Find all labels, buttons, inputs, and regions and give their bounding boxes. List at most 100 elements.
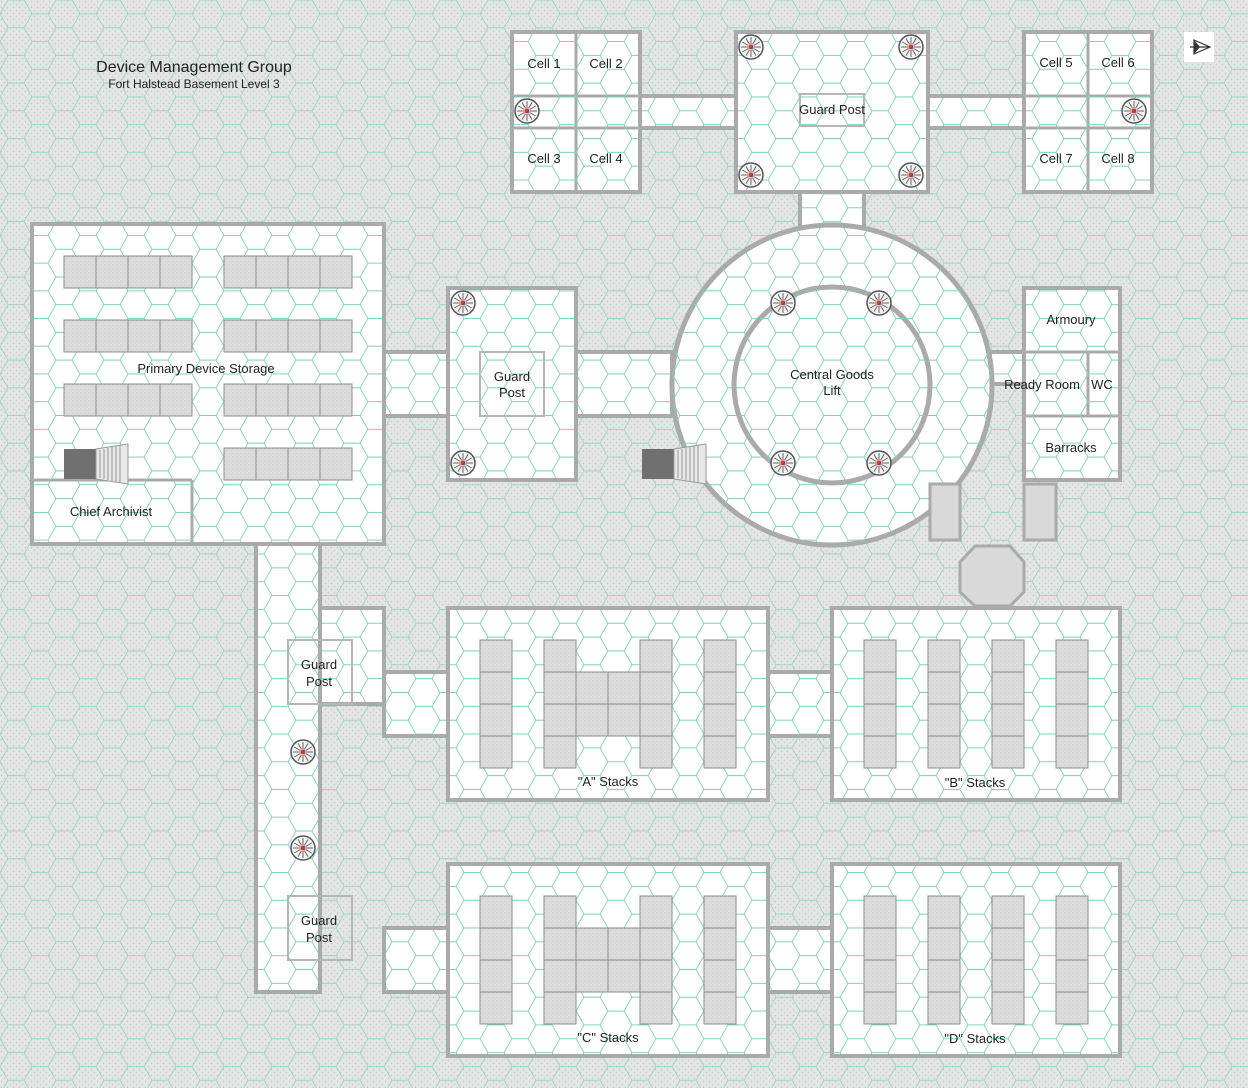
shelf-unit: [703, 703, 737, 737]
shelf-unit: [287, 319, 321, 353]
shelf-unit: [1055, 639, 1089, 673]
shelf-unit: [543, 895, 577, 929]
camera-dome-icon: [866, 450, 892, 476]
guard-post-desk-1: [479, 351, 545, 417]
shelf-unit: [607, 703, 641, 737]
camera-dome-icon: [866, 290, 892, 316]
shelf-unit: [639, 735, 673, 769]
shelf-unit: [1055, 735, 1089, 769]
shelf-unit: [575, 703, 609, 737]
shelf-unit: [639, 639, 673, 673]
shelf-unit: [575, 671, 609, 705]
shelf-unit: [703, 671, 737, 705]
shelf-unit: [991, 895, 1025, 929]
shelf-unit: [991, 735, 1025, 769]
shelf-unit: [479, 991, 513, 1025]
shelf-unit: [543, 959, 577, 993]
shelf-unit: [287, 447, 321, 481]
shelf-unit: [223, 319, 257, 353]
guard-post-mid-room-grid: [450, 290, 574, 478]
shelf-unit: [863, 927, 897, 961]
corridor-lift-ready-grid: [992, 354, 1022, 382]
central-lift-label-2: Lift: [823, 383, 841, 398]
cell-2-label: Cell 2: [589, 56, 622, 71]
corridor-c-d-grid: [770, 930, 830, 990]
shelf-unit: [127, 383, 161, 417]
shelf-unit: [927, 991, 961, 1025]
camera-dome-icon: [514, 98, 540, 124]
corridor-storage-guard-grid: [386, 354, 446, 414]
guard-post-desk-2: [287, 639, 353, 705]
cell-6-label: Cell 6: [1101, 55, 1134, 70]
shelf-unit: [127, 255, 161, 289]
corridor-cells-east-grid: [930, 98, 1022, 126]
shelf-unit: [991, 639, 1025, 673]
shelf-unit: [255, 383, 289, 417]
shelf-unit: [223, 447, 257, 481]
camera-dome-icon: [450, 290, 476, 316]
shelf-unit: [543, 991, 577, 1025]
stacks-b-label: "B" Stacks: [945, 775, 1006, 790]
shelf-unit: [639, 927, 673, 961]
shelf-unit: [639, 959, 673, 993]
shelf-unit: [95, 383, 129, 417]
shelf-unit: [575, 927, 609, 961]
camera-dome-icon: [898, 162, 924, 188]
camera-dome-icon: [1121, 98, 1147, 124]
stacks-d-label: "D" Stacks: [944, 1031, 1006, 1046]
guard-post-mid-label-1: Guard: [494, 369, 530, 384]
shelf-unit: [127, 319, 161, 353]
shelf-unit: [543, 671, 577, 705]
shelf-unit: [639, 991, 673, 1025]
shelf-unit: [159, 319, 193, 353]
shelf-unit: [863, 639, 897, 673]
shelf-unit: [63, 319, 97, 353]
wc-label: WC: [1091, 377, 1113, 392]
shelf-unit: [639, 895, 673, 929]
shelf-unit: [927, 895, 961, 929]
shelf-unit: [703, 735, 737, 769]
camera-dome-icon: [290, 739, 316, 765]
shelf-unit: [255, 319, 289, 353]
shelf-unit: [575, 959, 609, 993]
shelf-unit: [1055, 703, 1089, 737]
camera-dome-icon: [770, 290, 796, 316]
stairs-central: [642, 443, 707, 485]
shelf-unit: [63, 383, 97, 417]
guard-post-top-room-grid: [738, 34, 926, 190]
shelf-unit: [479, 703, 513, 737]
chief-archivist-label: Chief Archivist: [70, 504, 153, 519]
shelf-unit: [479, 927, 513, 961]
shelf-unit: [479, 735, 513, 769]
cell-5-label: Cell 5: [1039, 55, 1072, 70]
shelf-unit: [639, 671, 673, 705]
guard-post-south-label-1: Guard: [301, 913, 337, 928]
corridor-to-c-stacks-grid: [386, 930, 446, 990]
shelf-unit: [927, 735, 961, 769]
cell-8-label: Cell 8: [1101, 151, 1134, 166]
camera-dome-icon: [450, 450, 476, 476]
shelf-unit: [991, 671, 1025, 705]
shelf-unit: [927, 927, 961, 961]
shelf-unit: [703, 991, 737, 1025]
guard-post-desk-0: [799, 93, 865, 127]
shelf-unit: [1055, 959, 1089, 993]
guard-post-west-label-2: Post: [306, 674, 332, 689]
shelf-unit: [319, 447, 353, 481]
camera-dome-icon: [770, 450, 796, 476]
corridor-to-a-stacks-grid: [386, 674, 446, 734]
shelf-unit: [543, 927, 577, 961]
shelf-unit: [863, 895, 897, 929]
shelf-unit: [479, 639, 513, 673]
shelf-unit: [159, 383, 193, 417]
shelf-unit: [255, 447, 289, 481]
shelf-unit: [479, 895, 513, 929]
stairs-west: [64, 443, 129, 485]
shelf-unit: [95, 319, 129, 353]
map-title: Device Management Group: [96, 59, 292, 76]
shelf-unit: [1055, 927, 1089, 961]
guard-post-mid-label-2: Post: [499, 385, 525, 400]
shelf-unit: [255, 255, 289, 289]
service-shaft: [928, 482, 1058, 608]
